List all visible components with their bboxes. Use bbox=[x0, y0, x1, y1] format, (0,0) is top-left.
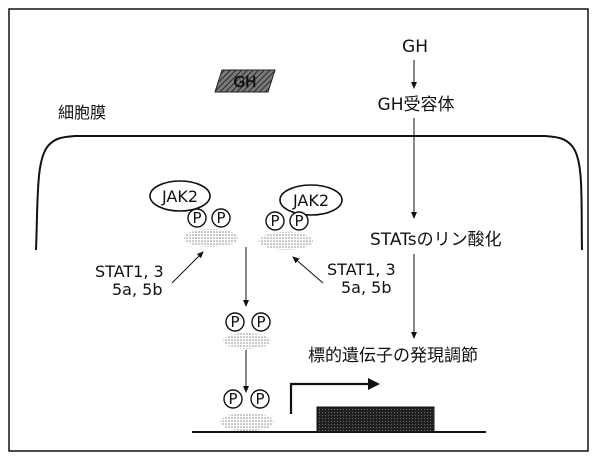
phospho-letter: P bbox=[270, 212, 279, 230]
stat-right-line2: 5a, 5b bbox=[341, 278, 392, 297]
stat-cloud-middle bbox=[223, 333, 271, 349]
jak2-label-left: JAK2 bbox=[161, 187, 198, 206]
cell-membrane-label: 細胞膜 bbox=[58, 103, 106, 122]
gh-label: GH bbox=[402, 37, 428, 57]
stat-cloud-dna bbox=[220, 413, 274, 431]
stat-right-line1: STAT1, 3 bbox=[327, 260, 396, 279]
stat-left-line1: STAT1, 3 bbox=[95, 262, 164, 281]
stat-cloud-left bbox=[184, 229, 238, 247]
phospho-letter: P bbox=[255, 390, 264, 408]
target-gene-label: 標的遺伝子の発現調節 bbox=[308, 346, 478, 366]
phospho-pair-left: P P bbox=[188, 209, 230, 227]
stat-dimer-dna-bound: P P bbox=[220, 390, 274, 431]
stat-dimer-middle: P P bbox=[223, 313, 271, 349]
stats-phosphorylation-label: STATsのリン酸化 bbox=[370, 230, 502, 250]
gh-receptor-label: GH受容体 bbox=[378, 95, 455, 115]
stat-cloud-right bbox=[259, 232, 313, 250]
gh-ligand-badge: GH bbox=[215, 70, 275, 92]
transcription-arrowhead bbox=[368, 378, 380, 390]
arrow-stat-right-to-jak bbox=[293, 257, 323, 283]
gh-badge-label: GH bbox=[234, 73, 257, 91]
jak2-complex-right: JAK2 P P bbox=[259, 185, 342, 250]
phospho-letter: P bbox=[256, 313, 265, 331]
phospho-letter: P bbox=[230, 313, 239, 331]
jak2-label-right: JAK2 bbox=[292, 191, 329, 210]
phospho-letter: P bbox=[228, 390, 237, 408]
arrow-stat-left-to-jak bbox=[172, 252, 203, 283]
phospho-letter: P bbox=[216, 209, 225, 227]
jak2-complex-left: JAK2 P P bbox=[150, 181, 238, 247]
gene-block bbox=[317, 407, 434, 432]
phospho-letter: P bbox=[192, 209, 201, 227]
phospho-letter: P bbox=[294, 212, 303, 230]
phospho-pair-right: P P bbox=[266, 212, 308, 230]
stat-left-line2: 5a, 5b bbox=[112, 280, 163, 299]
